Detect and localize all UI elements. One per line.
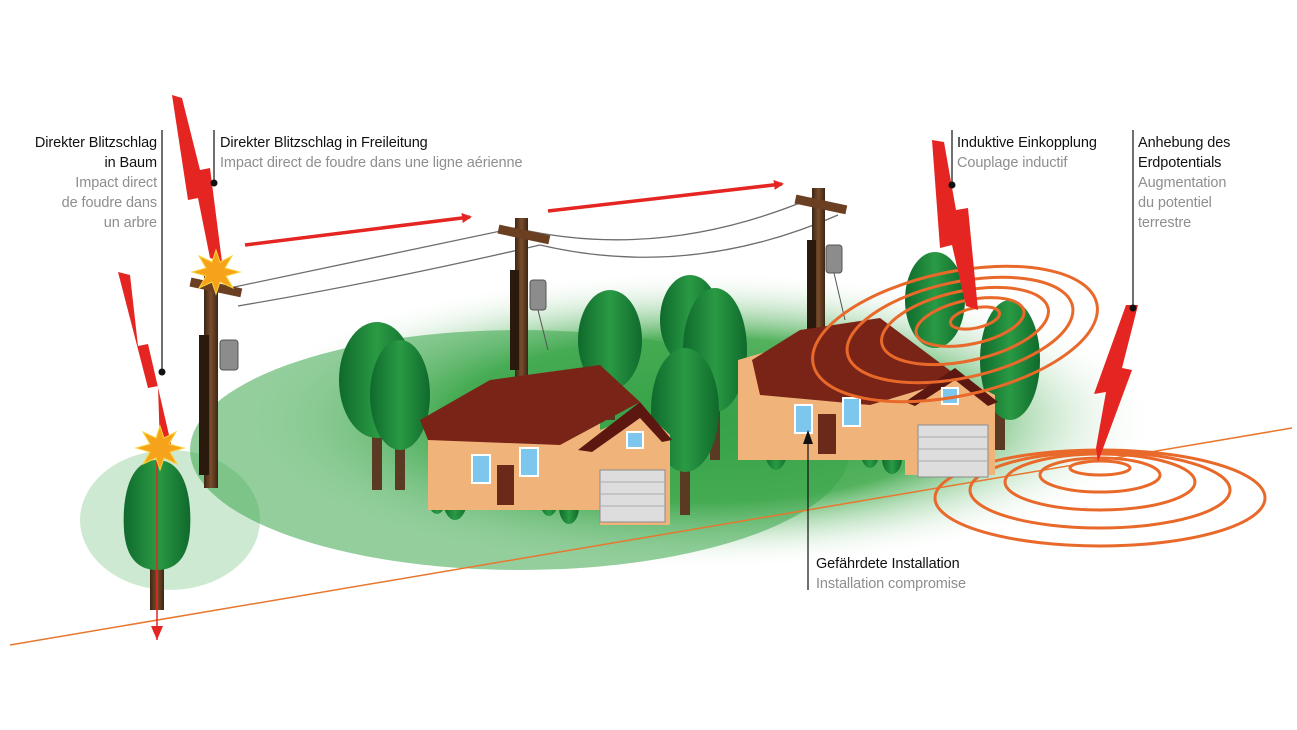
tree-strike-de-line2: in Baum xyxy=(104,155,158,171)
lightning-bolt-earth-icon xyxy=(1094,305,1138,462)
callout-line-strike: Direkter Blitzschlag in Freileitung Impa… xyxy=(220,133,580,173)
earth-de-line2: Erdpotentials xyxy=(1138,155,1222,171)
callout-dots xyxy=(158,179,1137,376)
struck-tree-icon xyxy=(123,455,191,640)
earth-fr-line1: Augmentation xyxy=(1138,175,1227,191)
installation-pointer xyxy=(803,430,813,590)
lightning-bolt-inductive-icon xyxy=(932,140,978,310)
callout-tree-strike: Direkter Blitzschlag in Baum Impact dire… xyxy=(12,133,157,233)
earth-fr-line3: terrestre xyxy=(1138,215,1192,231)
inductive-de: Induktive Einkopplung xyxy=(957,135,1097,151)
line-strike-de: Direkter Blitzschlag in Freileitung xyxy=(220,135,428,151)
earth-fr-line2: du potentiel xyxy=(1138,195,1212,211)
surge-direction-arrows xyxy=(244,179,784,247)
installation-de: Gefährdete Installation xyxy=(816,556,960,572)
installation-fr: Installation compromise xyxy=(816,576,967,592)
lightning-bolt-pole-icon xyxy=(172,95,222,262)
earth-de-line1: Anhebung des xyxy=(1138,135,1231,151)
explosion-flash-pole-icon xyxy=(190,248,242,296)
callout-installation: Gefährdete Installation Installation com… xyxy=(816,554,1036,594)
inductive-fr: Couplage inductif xyxy=(957,155,1068,171)
overhead-power-lines xyxy=(219,197,839,307)
tree-strike-fr-line2: de foudre dans xyxy=(61,195,157,211)
surge-arrow-1 xyxy=(244,213,472,247)
callout-leaders xyxy=(161,130,1134,372)
callout-inductive: Induktive Einkopplung Couplage inductif xyxy=(957,133,1127,173)
tree-strike-fr-line1: Impact direct xyxy=(75,175,157,191)
house-1-icon xyxy=(420,365,672,525)
line-strike-fr: Impact direct de foudre dans une ligne a… xyxy=(220,155,523,171)
tree-strike-fr-line3: un arbre xyxy=(103,215,157,231)
explosion-flash-tree-icon xyxy=(134,424,186,472)
lightning-bolt-tree-icon xyxy=(118,272,172,448)
callout-earth-potential: Anhebung des Erdpotentials Augmentation … xyxy=(1138,133,1288,233)
surge-arrow-2 xyxy=(547,179,784,213)
tree-strike-de-line1: Direkter Blitzschlag xyxy=(34,135,157,151)
